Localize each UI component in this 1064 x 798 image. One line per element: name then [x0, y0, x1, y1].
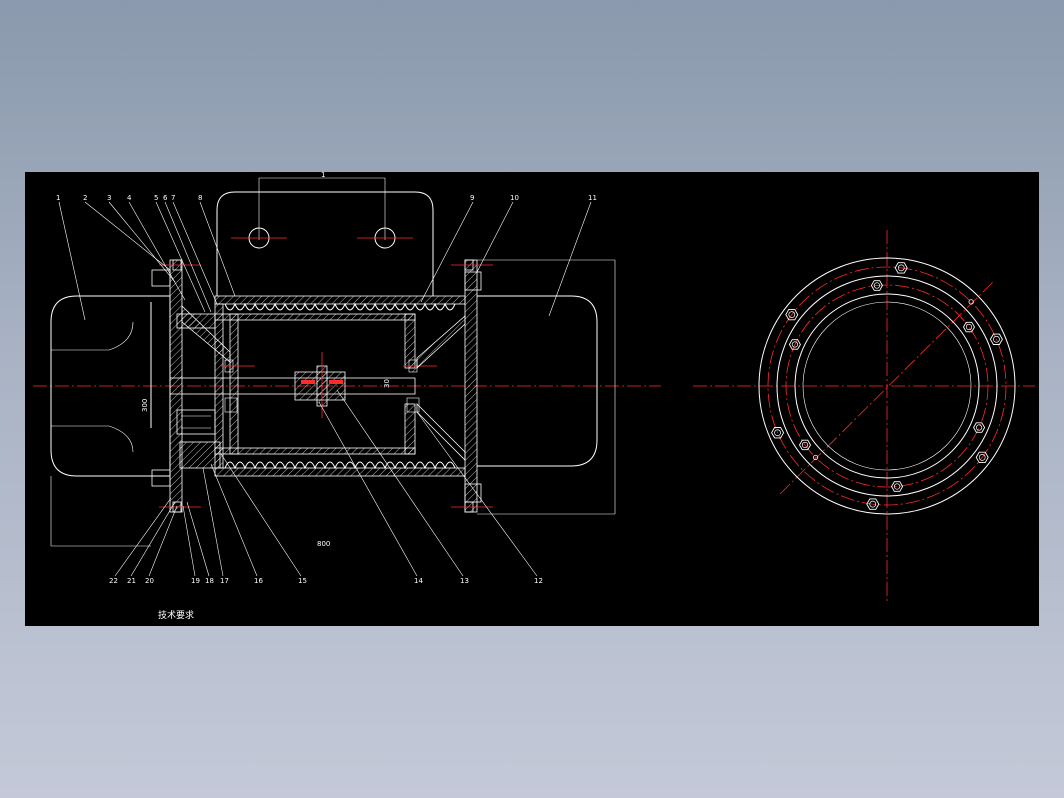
bolt-hole	[893, 483, 901, 490]
part-label-bottom-21: 21	[127, 577, 136, 585]
bolt-hole	[965, 323, 973, 331]
bolt-hole	[873, 282, 881, 289]
bolt-hole	[978, 454, 986, 461]
bolt-hole	[897, 264, 905, 272]
cad-drawing-canvas: 1 2 3 4 5 6 7 8 9 10 11 22 21 20 19 18 1…	[25, 172, 1039, 626]
bolt-hole	[774, 429, 781, 437]
part-label-bottom-20: 20	[145, 577, 154, 585]
hex-bolt-icon	[962, 321, 976, 333]
bolt-hole	[791, 341, 799, 348]
hex-bolt-icon	[866, 498, 880, 510]
part-label-top-6: 6	[163, 194, 168, 202]
pin-hole	[812, 454, 819, 461]
dimension-top: 1	[321, 172, 325, 179]
bolt-hole	[801, 441, 809, 449]
hex-bolt-icon	[771, 427, 785, 439]
hex-bolt-icon	[870, 280, 883, 291]
flange-bolts	[771, 262, 1003, 510]
part-label-top-4: 4	[127, 194, 132, 202]
housing	[214, 295, 466, 477]
hex-bolt-icon	[788, 339, 801, 350]
hex-bolt-icon	[785, 308, 799, 321]
hex-bolt-icon	[894, 262, 908, 274]
part-label-bottom-16: 16	[254, 577, 263, 585]
part-label-bottom-19: 19	[191, 577, 200, 585]
part-label-bottom-18: 18	[205, 577, 214, 585]
part-label-bottom-22: 22	[109, 577, 118, 585]
right-motor	[477, 259, 616, 515]
bottom-leaders	[114, 389, 538, 577]
hex-bolt-icon	[989, 333, 1003, 345]
shaft-assembly	[169, 352, 437, 418]
part-label-top-2: 2	[83, 194, 87, 202]
dimension-shaft: 30	[383, 379, 391, 388]
hex-bolt-icon	[975, 451, 989, 464]
part-label-top-5: 5	[154, 194, 158, 202]
part-label-top-9: 9	[470, 194, 474, 202]
pin-hole	[968, 299, 974, 305]
cad-drawing: 1 2 3 4 5 6 7 8 9 10 11 22 21 20 19 18 1…	[33, 172, 1035, 621]
part-label-top-3: 3	[107, 194, 111, 202]
bolt-hole	[993, 335, 1000, 343]
part-label-bottom-15: 15	[298, 577, 307, 585]
bolt-hole	[975, 424, 983, 431]
terminal-box	[216, 177, 434, 296]
top-leaders	[58, 201, 592, 321]
part-label-bottom-13: 13	[460, 577, 469, 585]
section-bolts	[159, 259, 493, 513]
hex-bolt-icon	[798, 439, 812, 451]
hex-bolt-icon	[973, 422, 986, 433]
dimension-bottom: 800	[317, 540, 330, 548]
dimension-left: 300	[141, 399, 149, 412]
bolt-hole	[869, 500, 877, 508]
left-motor	[50, 295, 171, 547]
part-label-top-10: 10	[510, 194, 519, 202]
technical-note: 技术要求	[158, 609, 194, 621]
flange-end-view	[758, 257, 1016, 515]
right-flange	[416, 259, 482, 513]
bolt-hole	[788, 311, 796, 318]
part-label-bottom-12: 12	[534, 577, 543, 585]
part-label-top-7: 7	[171, 194, 175, 202]
part-label-bottom-14: 14	[414, 577, 423, 585]
part-label-top-1: 1	[56, 194, 60, 202]
flange-diagonal-centerline	[779, 281, 994, 495]
part-label-top-11: 11	[588, 194, 597, 202]
part-label-top-8: 8	[198, 194, 202, 202]
hex-bolt-icon	[891, 481, 904, 492]
part-label-bottom-17: 17	[220, 577, 229, 585]
